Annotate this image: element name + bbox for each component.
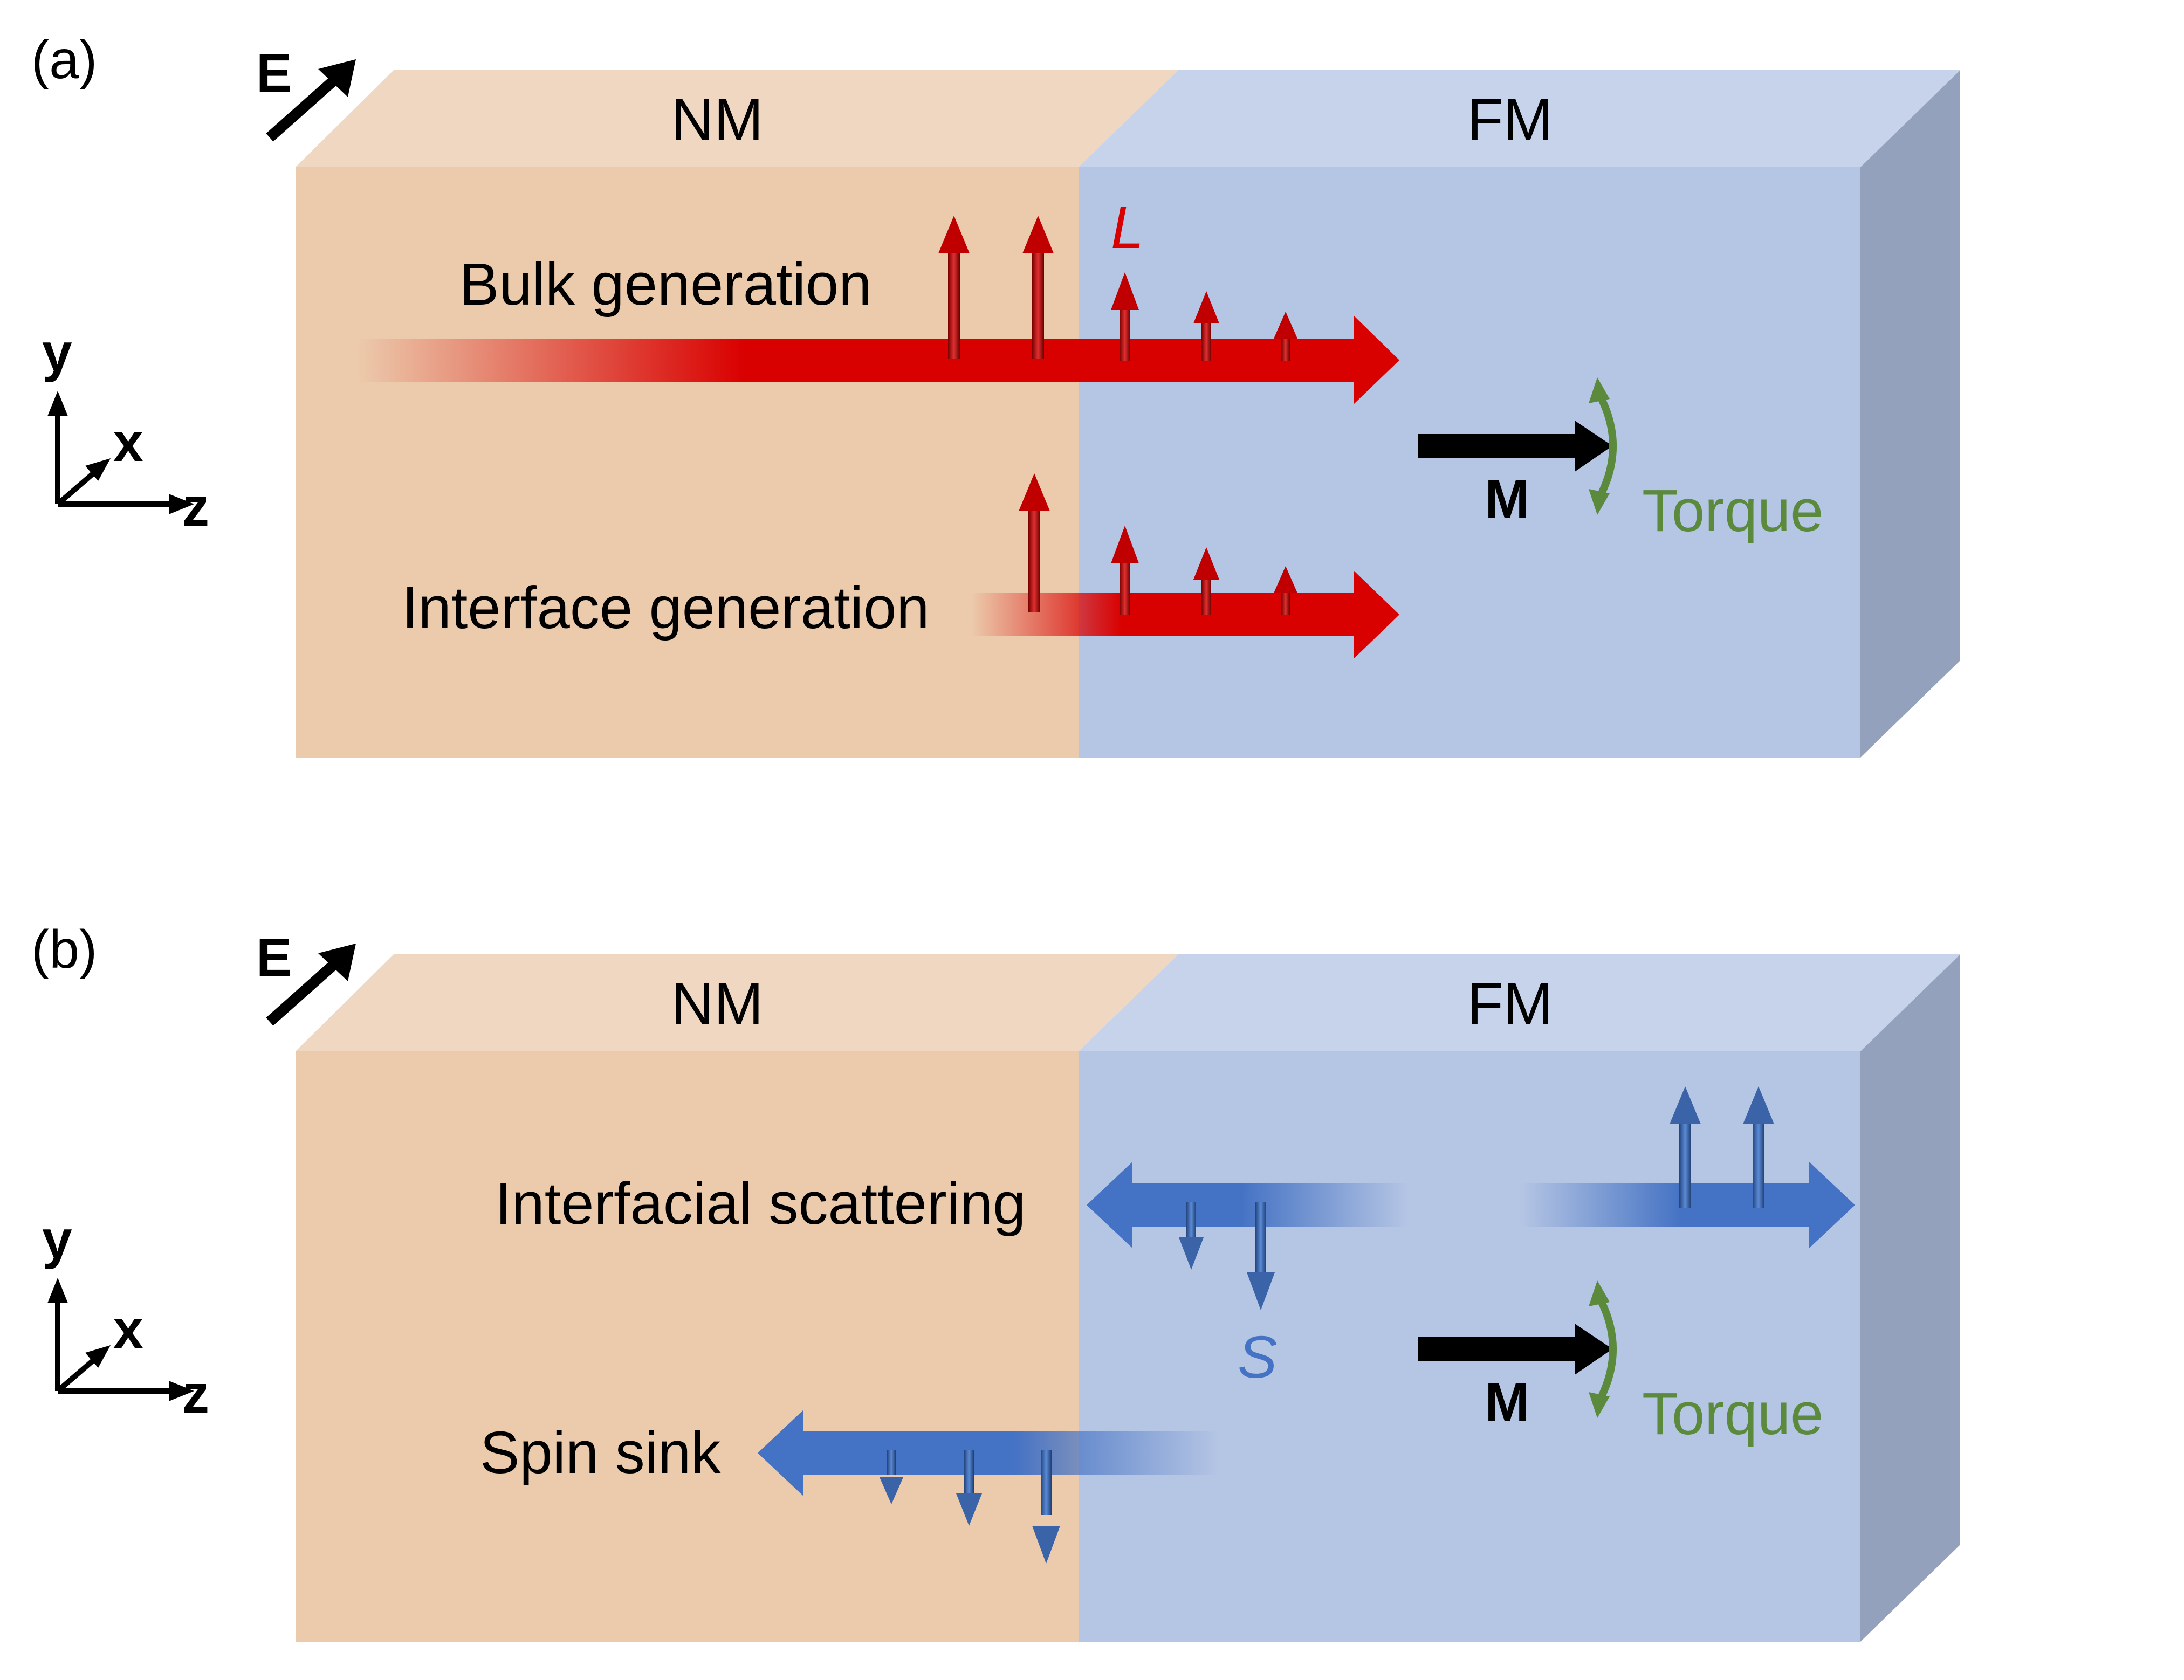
- coordinate-axes: [47, 1278, 194, 1401]
- coordinate-axes: [47, 391, 194, 514]
- spin-arrows-fm: [1670, 1086, 1774, 1208]
- spin-arrows-scattered: [1179, 1202, 1275, 1310]
- magnetization-label: M: [1485, 469, 1529, 529]
- nm-top-face: [296, 954, 1178, 1051]
- torque-arc-arrow: [1589, 377, 1617, 515]
- orbital-arrow: [1022, 216, 1054, 359]
- fm-label: FM: [1467, 87, 1553, 153]
- orbital-arrow: [1274, 566, 1297, 615]
- magnetization-arrow: [1418, 1324, 1612, 1375]
- fm-top-face: [1079, 70, 1960, 167]
- orbital-arrows-bulk: [938, 216, 1297, 361]
- axis-x-label: x: [113, 1299, 143, 1360]
- fm-side-face: [1860, 954, 1960, 1642]
- spin-arrow: [880, 1450, 903, 1504]
- axis-z-label: z: [182, 1364, 209, 1424]
- panel-a-tag: (a): [31, 30, 97, 90]
- nm-top-face: [296, 70, 1178, 167]
- electric-field-label: E: [256, 43, 292, 104]
- orbital-arrow: [938, 216, 970, 359]
- scattering-flow-left-arrow: [1087, 1162, 1413, 1248]
- magnetization-arrow: [1418, 421, 1612, 472]
- spin-arrow: [1247, 1202, 1275, 1310]
- axis-x-label: x: [113, 412, 143, 473]
- fm-side-face: [1860, 70, 1960, 758]
- fm-layer: [1079, 167, 1860, 758]
- electric-field-label: E: [256, 927, 292, 988]
- torque-label: Torque: [1642, 478, 1823, 544]
- axis-y-label: y: [42, 322, 72, 383]
- spin-arrow: [956, 1450, 982, 1526]
- spin-arrow: [1179, 1202, 1204, 1270]
- nm-label: NM: [671, 87, 763, 153]
- orbital-arrows-interface: [1019, 473, 1297, 615]
- bulk-flow-arrow: [356, 315, 1399, 404]
- torque-label: Torque: [1642, 1381, 1823, 1447]
- spin-arrow: [1032, 1450, 1060, 1564]
- fm-top-face: [1079, 954, 1960, 1051]
- orbital-symbol: L: [1111, 195, 1144, 261]
- magnetization-label: M: [1485, 1372, 1529, 1433]
- spin-sink-flow-arrow: [758, 1410, 1219, 1496]
- interface-generation-label: Interface generation: [402, 575, 929, 641]
- orbital-arrow: [1193, 291, 1219, 361]
- orbital-arrow: [1111, 272, 1139, 361]
- electric-field-arrow: [266, 944, 356, 1026]
- fm-label: FM: [1467, 971, 1553, 1037]
- orbital-arrow: [1193, 547, 1219, 615]
- interfacial-scattering-label: Interfacial scattering: [495, 1171, 1026, 1237]
- spin-symbol: S: [1238, 1324, 1277, 1390]
- spin-arrow: [1670, 1086, 1701, 1208]
- orbital-arrow: [1111, 526, 1139, 615]
- panel-b-tag: (b): [31, 919, 97, 980]
- spin-arrows-sink: [880, 1450, 1060, 1564]
- spin-sink-label: Spin sink: [480, 1420, 721, 1486]
- nm-layer: [296, 1051, 1079, 1642]
- nm-label: NM: [671, 971, 763, 1037]
- torque-arc-arrow: [1589, 1280, 1617, 1418]
- axis-z-label: z: [182, 477, 209, 538]
- axis-y-label: y: [42, 1209, 72, 1270]
- spin-arrow: [1743, 1086, 1774, 1208]
- orbital-arrow: [1019, 473, 1050, 612]
- panel-b: (b) E NM FM Interfacial scattering S: [31, 919, 1960, 1642]
- electric-field-arrow: [266, 59, 356, 142]
- bulk-generation-label: Bulk generation: [459, 251, 871, 318]
- panel-a: (a) E NM FM Bulk generation L: [31, 30, 1960, 758]
- orbital-arrow: [1274, 312, 1297, 361]
